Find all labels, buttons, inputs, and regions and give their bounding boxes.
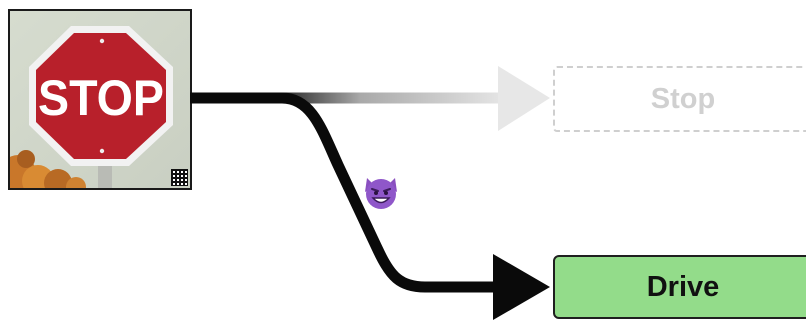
bolt: [99, 148, 105, 154]
bolt: [99, 38, 105, 44]
active-arrow: [190, 92, 550, 320]
sign-text: STOP: [38, 70, 164, 126]
stop-sign-photo: STOP: [10, 11, 190, 188]
smiling-devil-emoji-icon: [365, 178, 397, 209]
sign-pole: [98, 161, 112, 188]
input-image: STOP: [8, 9, 192, 190]
drive-option-box: Drive: [553, 255, 806, 319]
stop-option-box: Stop: [553, 66, 806, 132]
grid-icon: [171, 169, 188, 186]
drive-option-label: Drive: [646, 270, 720, 303]
foliage: [10, 150, 86, 188]
stop-option-label: Stop: [650, 82, 716, 115]
